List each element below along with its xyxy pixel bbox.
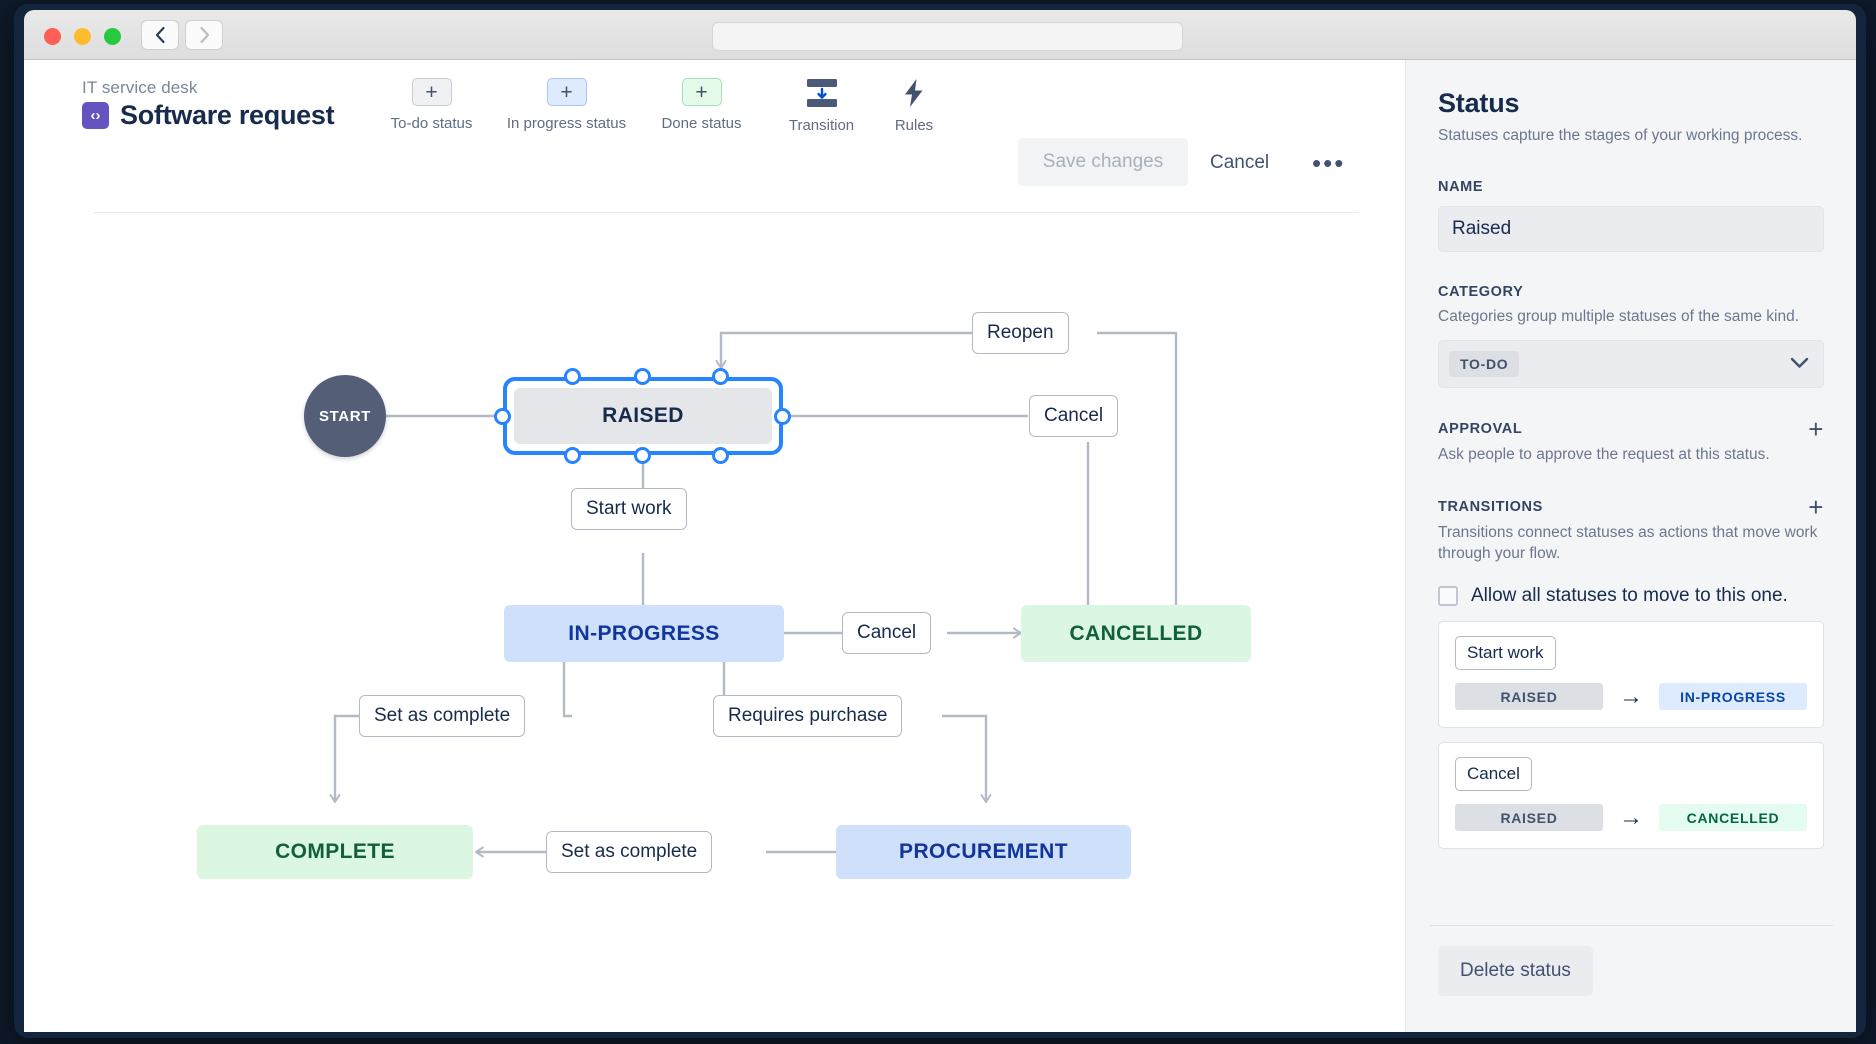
approval-section-header: APPROVAL +: [1438, 413, 1824, 444]
delete-status-button[interactable]: Delete status: [1438, 946, 1593, 996]
forward-button[interactable]: [185, 20, 223, 50]
chevron-down-icon: [1790, 354, 1809, 374]
plus-icon[interactable]: +: [681, 78, 722, 106]
chevron-left-icon: [155, 26, 165, 44]
page-title: Software request: [120, 100, 335, 130]
category-help-text: Categories group multiple statuses of th…: [1438, 307, 1799, 325]
tool-label: Done status: [661, 115, 742, 132]
resize-handle-bottom-right[interactable]: [712, 447, 729, 464]
resize-handle-right[interactable]: [774, 408, 791, 425]
start-node[interactable]: START: [304, 375, 386, 457]
name-field-label: NAME: [1438, 178, 1484, 195]
panel-subtitle: Statuses capture the stages of your work…: [1438, 127, 1803, 144]
status-node-procurement[interactable]: PROCUREMENT: [836, 825, 1131, 879]
close-window-button[interactable]: [44, 28, 61, 45]
status-name-input[interactable]: Raised: [1438, 205, 1824, 252]
transition-label-reopen[interactable]: Reopen: [972, 312, 1069, 354]
transitions-section-header: TRANSITIONS +: [1438, 491, 1824, 522]
traffic-lights: [44, 28, 121, 45]
back-button[interactable]: [141, 20, 179, 50]
panel-title: Status: [1438, 88, 1520, 118]
more-options-button[interactable]: •••: [1312, 148, 1346, 178]
address-bar[interactable]: [712, 22, 1183, 51]
status-node-cancelled[interactable]: CANCELLED: [1021, 605, 1251, 662]
minimize-window-button[interactable]: [74, 28, 91, 45]
status-details-panel: Status Statuses capture the stages of yo…: [1405, 60, 1856, 1032]
resize-handle-bottom-center[interactable]: [634, 447, 651, 464]
workflow-diagram: START RAISED IN-PROGRESS CANCELLED COMPL…: [24, 220, 1405, 1032]
tool-label: To-do status: [390, 115, 473, 132]
add-approval-button[interactable]: +: [1808, 413, 1824, 444]
tool-label: In progress status: [506, 115, 627, 132]
save-changes-button[interactable]: Save changes: [1018, 138, 1188, 186]
category-field-label: CATEGORY: [1438, 283, 1524, 300]
project-title-row: ‹› Software request: [82, 100, 335, 131]
transition-card[interactable]: Cancel RAISED → CANCELLED: [1438, 741, 1824, 849]
arrow-right-icon: →: [1619, 682, 1643, 710]
panel-divider: [1430, 925, 1833, 926]
transition-icon: [806, 79, 837, 107]
transition-label-cancel-raised[interactable]: Cancel: [1029, 395, 1119, 437]
add-transition-tool[interactable]: Transition: [769, 78, 874, 134]
plus-icon[interactable]: +: [411, 78, 452, 106]
arrow-right-icon: →: [1619, 803, 1643, 831]
transitions-label: TRANSITIONS: [1438, 499, 1543, 516]
cancel-button[interactable]: Cancel: [1210, 152, 1270, 173]
browser-window: IT service desk ‹› Software request + To…: [14, 4, 1866, 1038]
transition-to-badge: CANCELLED: [1659, 804, 1807, 832]
resize-handle-bottom-left[interactable]: [564, 447, 581, 464]
resize-handle-top-center[interactable]: [634, 368, 651, 385]
canvas-toolbar: + To-do status + In progress status + Do…: [364, 78, 954, 134]
status-node-complete[interactable]: COMPLETE: [197, 825, 473, 879]
title-bar: [24, 10, 1856, 60]
add-in-progress-status-tool[interactable]: + In progress status: [499, 78, 634, 132]
transition-from-badge: RAISED: [1455, 804, 1603, 832]
workflow-edges: [329, 331, 1178, 858]
status-node-raised[interactable]: RAISED: [514, 388, 772, 444]
transitions-help-text: Transitions connect statuses as actions …: [1438, 524, 1818, 563]
plus-icon[interactable]: +: [546, 78, 587, 106]
transition-label-set-as-complete-2[interactable]: Set as complete: [546, 831, 713, 873]
transition-flow: RAISED → CANCELLED: [1455, 804, 1807, 832]
transition-name[interactable]: Cancel: [1455, 756, 1532, 791]
add-todo-status-tool[interactable]: + To-do status: [364, 78, 499, 132]
allow-all-statuses-checkbox[interactable]: [1438, 585, 1458, 606]
add-done-status-tool[interactable]: + Done status: [634, 78, 769, 132]
transition-flow: RAISED → IN-PROGRESS: [1455, 683, 1807, 711]
transition-name[interactable]: Start work: [1455, 635, 1556, 670]
transition-to-badge: IN-PROGRESS: [1659, 683, 1807, 711]
code-brackets-icon: ‹›: [82, 102, 109, 129]
transition-label-requires-purchase[interactable]: Requires purchase: [713, 695, 903, 737]
toolbar-divider: [94, 212, 1359, 213]
category-select[interactable]: TO-DO: [1438, 339, 1824, 388]
transition-card[interactable]: Start work RAISED → IN-PROGRESS: [1438, 620, 1824, 728]
breadcrumb[interactable]: IT service desk: [82, 78, 198, 97]
allow-all-statuses-row[interactable]: Allow all statuses to move to this one.: [1438, 585, 1824, 607]
rules-tool[interactable]: Rules: [874, 78, 954, 134]
transition-label-cancel-in-progress[interactable]: Cancel: [842, 612, 932, 654]
resize-handle-left[interactable]: [494, 408, 511, 425]
add-transition-button[interactable]: +: [1808, 491, 1824, 522]
resize-handle-top-left[interactable]: [564, 368, 581, 385]
chevron-right-icon: [199, 26, 209, 44]
approval-label: APPROVAL: [1438, 420, 1523, 437]
status-node-in-progress[interactable]: IN-PROGRESS: [504, 605, 784, 662]
allow-all-statuses-label: Allow all statuses to move to this one.: [1471, 584, 1788, 606]
category-badge: TO-DO: [1449, 350, 1520, 377]
maximize-window-button[interactable]: [104, 28, 121, 45]
transition-label-set-as-complete-1[interactable]: Set as complete: [359, 695, 526, 737]
transition-from-badge: RAISED: [1455, 683, 1603, 711]
tool-label: Rules: [894, 117, 934, 134]
workflow-canvas-area: IT service desk ‹› Software request + To…: [24, 60, 1405, 1032]
tool-label: Transition: [788, 117, 855, 134]
lightning-bolt-icon: [905, 79, 923, 107]
approval-help-text: Ask people to approve the request at thi…: [1438, 446, 1770, 464]
transition-label-start-work[interactable]: Start work: [571, 488, 687, 530]
resize-handle-top-right[interactable]: [712, 368, 729, 385]
app-body: IT service desk ‹› Software request + To…: [24, 60, 1856, 1032]
